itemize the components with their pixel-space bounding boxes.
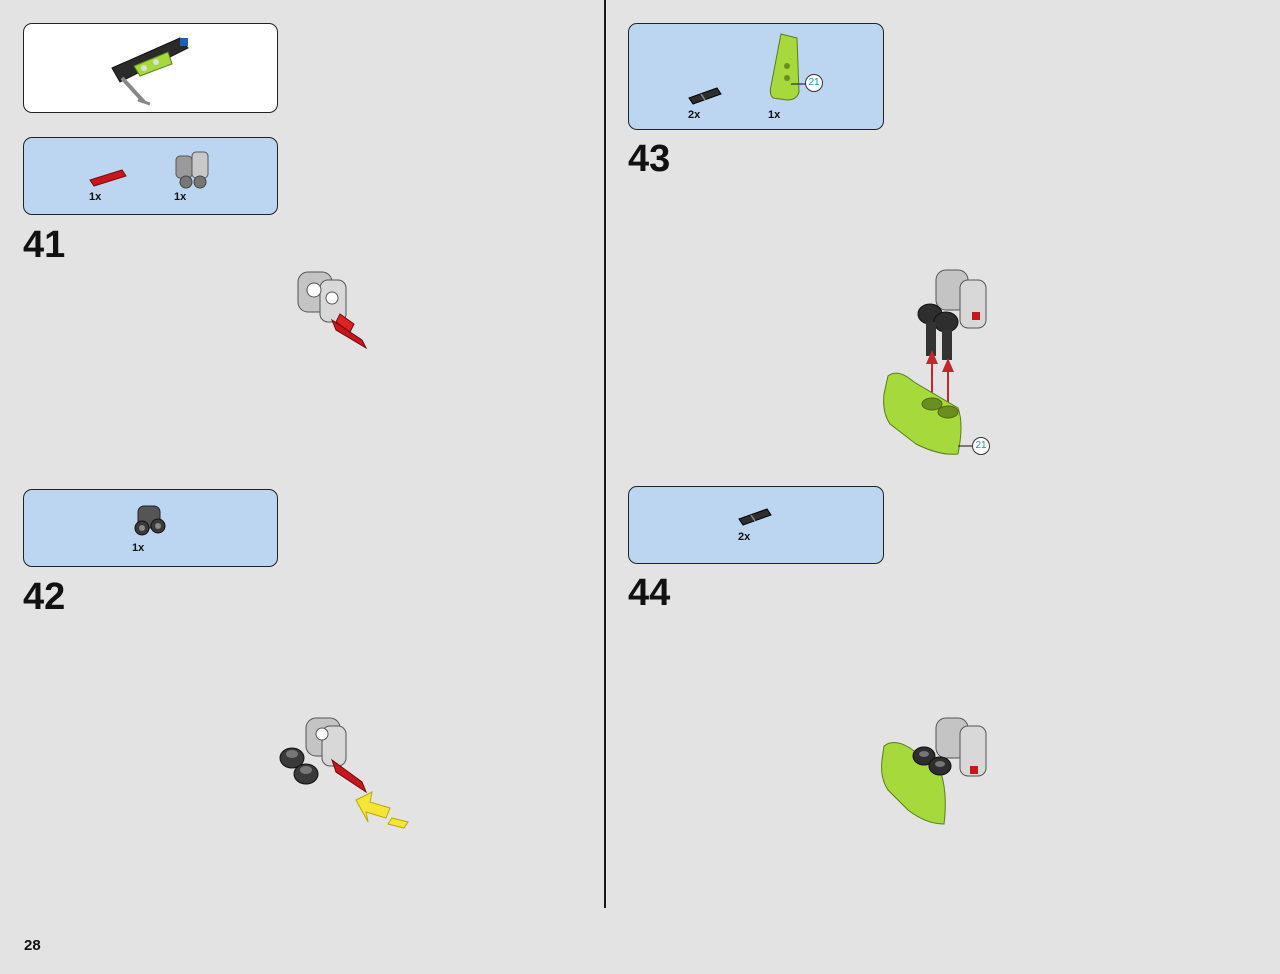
black-friction-pin-icon <box>738 508 772 526</box>
gray-axle-connector-icon <box>175 151 209 189</box>
step-44-parts-panel: 2x <box>628 486 884 564</box>
step-43-part-2-callout: 21 <box>805 74 823 92</box>
step-44-part-1-qty: 2x <box>738 531 751 543</box>
step-43-assembly-callout: 21 <box>972 437 990 455</box>
step-41-parts-panel: 1x 1x <box>23 137 278 215</box>
step-43-part-1-qty: 2x <box>688 109 701 121</box>
black-pin-connector-icon <box>134 505 166 536</box>
step-43-parts-panel: 2x 21 1x <box>628 23 884 130</box>
page-divider <box>604 0 606 908</box>
step-41-number: 41 <box>23 224 66 266</box>
step-41-part-1-qty: 1x <box>89 191 102 203</box>
black-friction-pin-icon <box>688 87 722 105</box>
subassembly-preview-panel <box>23 23 278 113</box>
lime-panel-icon <box>769 33 809 101</box>
page-number: 28 <box>24 937 41 954</box>
step-42-parts-panel: 1x <box>23 489 278 567</box>
step-42-part-1-qty: 1x <box>132 542 145 554</box>
step-44-number: 44 <box>628 572 671 614</box>
step-43-part-2-qty: 1x <box>768 109 781 121</box>
lime-beam-assembly-icon <box>111 37 189 106</box>
step-41-assembly-icon <box>297 271 368 350</box>
step-44-assembly-icon <box>881 717 987 825</box>
step-42-number: 42 <box>23 576 66 618</box>
step-41-part-2-qty: 1x <box>174 191 187 203</box>
step-43-number: 43 <box>628 138 671 180</box>
step-43-assembly-icon <box>883 269 987 455</box>
step-42-assembly-icon <box>279 717 409 829</box>
red-axle-pin-icon <box>89 169 127 187</box>
